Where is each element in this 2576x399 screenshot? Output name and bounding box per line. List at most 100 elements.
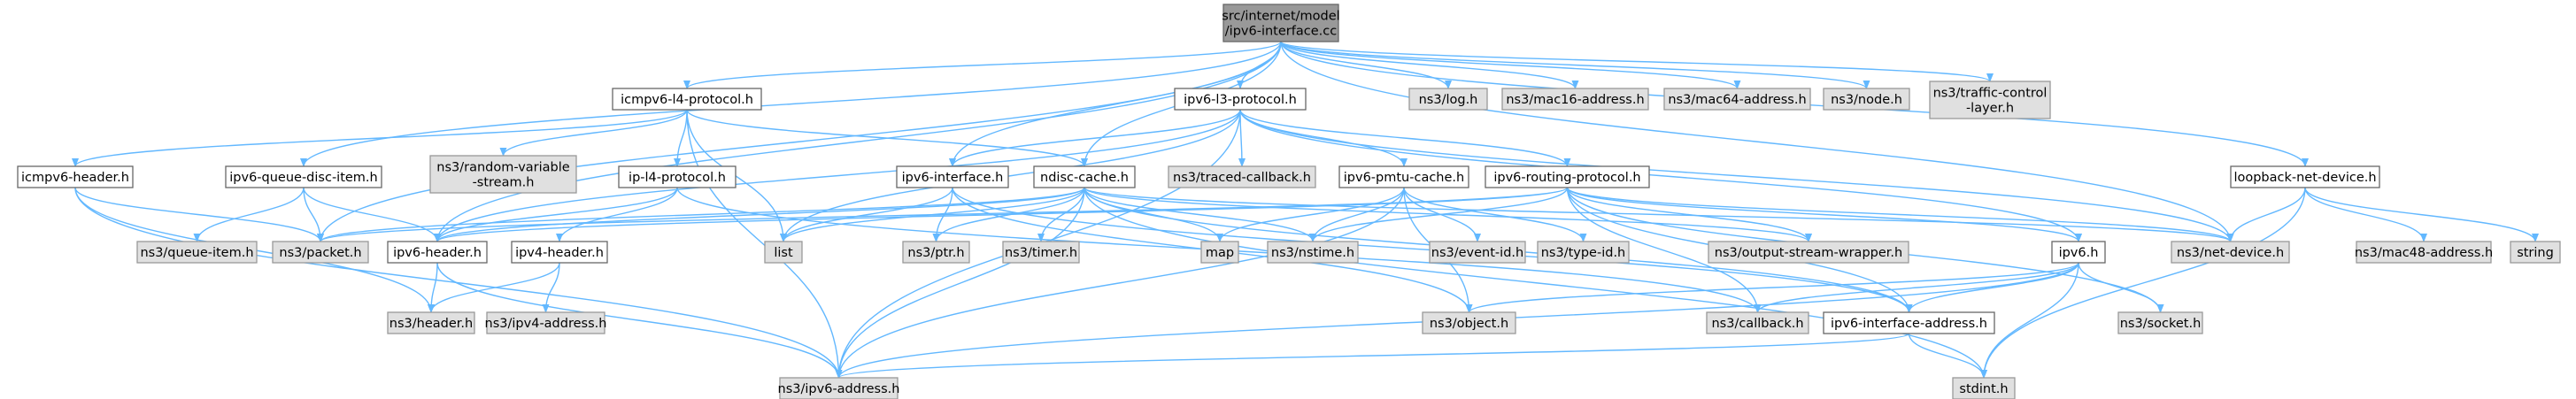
node-log: ns3/log.h bbox=[1408, 88, 1488, 111]
edge-path bbox=[2078, 262, 2164, 313]
node-box bbox=[618, 165, 737, 188]
node-label: ipv6-header.h bbox=[393, 246, 482, 260]
node-label: -stream.h bbox=[473, 176, 535, 190]
node-label: string bbox=[2517, 246, 2554, 260]
node-ipv6hdr[interactable]: ipv6-header.h bbox=[387, 241, 488, 264]
edge-path bbox=[1309, 187, 1569, 242]
node-callback: ns3/callback.h bbox=[1706, 311, 1809, 334]
edge-path bbox=[674, 109, 688, 167]
dependency-edge bbox=[2226, 187, 2306, 242]
dependency-edge bbox=[1905, 262, 2079, 313]
dependency-edge bbox=[949, 109, 1241, 167]
node-label: ns3/object.h bbox=[1430, 317, 1508, 331]
dependency-edge bbox=[74, 187, 324, 242]
node-label: ns3/traffic-control bbox=[1933, 87, 2048, 101]
dependency-edge bbox=[1980, 262, 2079, 379]
node-label: loopback-net-device.h bbox=[2233, 171, 2376, 185]
node-box bbox=[2230, 165, 2380, 188]
node-loopback[interactable]: loopback-net-device.h bbox=[2230, 165, 2380, 188]
node-label: ns3/queue-item.h bbox=[140, 246, 253, 260]
node-ipl4[interactable]: ip-l4-protocol.h bbox=[618, 165, 737, 188]
node-label: src/internet/model bbox=[1222, 10, 1339, 24]
dependency-edge bbox=[300, 41, 1282, 167]
edge-path bbox=[434, 187, 678, 242]
edge-path bbox=[1566, 187, 2234, 242]
edge-path bbox=[2304, 187, 2539, 242]
node-string: string bbox=[2510, 241, 2561, 264]
node-ipv4addr: ns3/ipv4-address.h bbox=[485, 311, 607, 334]
dependency-edge bbox=[1566, 187, 1812, 242]
node-root[interactable]: src/internet/model/ipv6-interface.cc bbox=[1222, 4, 1340, 42]
node-box bbox=[387, 311, 475, 334]
node-icmpv6hdr[interactable]: icmpv6-header.h bbox=[17, 165, 134, 188]
dependency-edge bbox=[2304, 187, 2539, 242]
node-ipv6[interactable]: ipv6.h bbox=[2051, 241, 2106, 264]
edge-path bbox=[300, 41, 1282, 167]
node-label: ns3/timer.h bbox=[1005, 246, 1077, 260]
node-label: ns3/traced-callback.h bbox=[1173, 171, 1311, 185]
edge-path bbox=[1239, 109, 2082, 242]
node-label: ns3/packet.h bbox=[279, 246, 361, 260]
dependency-edge bbox=[674, 109, 688, 167]
dependency-edge bbox=[1239, 109, 2082, 242]
node-rvs: ns3/random-variable-stream.h bbox=[429, 155, 577, 194]
edge-path bbox=[434, 41, 1282, 242]
node-box bbox=[272, 241, 369, 264]
node-label: ns3/node.h bbox=[1831, 93, 1902, 107]
edge-path bbox=[434, 109, 1241, 242]
dependency-edge bbox=[1566, 187, 1762, 313]
node-box bbox=[225, 165, 382, 188]
edge-path bbox=[949, 109, 1241, 167]
edge-path bbox=[835, 333, 1910, 379]
dependency-edge bbox=[835, 187, 1085, 379]
edge-path bbox=[1239, 109, 2234, 242]
dependency-edge bbox=[1084, 187, 1812, 242]
node-node: ns3/node.h bbox=[1823, 88, 1910, 111]
node-box bbox=[2117, 311, 2203, 334]
dependency-edge bbox=[1084, 187, 1987, 379]
dependency-edge bbox=[436, 262, 843, 379]
node-label: ns3/header.h bbox=[389, 317, 473, 331]
node-ipv4hdr[interactable]: ipv4-header.h bbox=[511, 241, 608, 264]
node-box bbox=[902, 241, 970, 264]
node-header: ns3/header.h bbox=[387, 311, 475, 334]
node-tracedcb: ns3/traced-callback.h bbox=[1168, 165, 1316, 188]
edge-path bbox=[1239, 109, 1571, 167]
node-box bbox=[1663, 88, 1811, 111]
node-box bbox=[2171, 241, 2290, 264]
node-box bbox=[1002, 241, 1080, 264]
node-ifaceaddr[interactable]: ipv6-interface-address.h bbox=[1823, 311, 1995, 334]
node-box bbox=[1952, 377, 2016, 399]
edge-path bbox=[1754, 262, 2079, 313]
node-pmtu[interactable]: ipv6-pmtu-cache.h bbox=[1338, 165, 1469, 188]
node-ipv6l3[interactable]: ipv6-l3-protocol.h bbox=[1174, 88, 1307, 111]
dependency-edge bbox=[72, 109, 688, 167]
node-osw: ns3/output-stream-wrapper.h bbox=[1708, 241, 1909, 264]
node-routing[interactable]: ipv6-routing-protocol.h bbox=[1485, 165, 1650, 188]
node-label: ns3/ipv4-address.h bbox=[485, 317, 607, 331]
node-layer: src/internet/model/ipv6-interface.cc icmp… bbox=[17, 4, 2561, 399]
node-qdisc[interactable]: ipv6-queue-disc-item.h bbox=[225, 165, 382, 188]
node-label: ns3/output-stream-wrapper.h bbox=[1715, 246, 1902, 260]
dependency-edge bbox=[780, 187, 953, 242]
node-map: map bbox=[1200, 241, 1239, 264]
node-icmpv6l4[interactable]: icmpv6-l4-protocol.h bbox=[612, 88, 762, 111]
node-label: ipv4-header.h bbox=[515, 246, 604, 260]
edge-path bbox=[1566, 187, 1812, 242]
node-ipv6addr: ns3/ipv6-address.h bbox=[778, 377, 900, 399]
dependency-edge bbox=[1280, 41, 1579, 89]
node-label: map bbox=[1206, 246, 1234, 260]
node-label: ns3/ipv6-address.h bbox=[778, 382, 900, 396]
edge-path bbox=[1084, 187, 2234, 242]
node-ndisc[interactable]: ndisc-cache.h bbox=[1033, 165, 1136, 188]
dependency-edge bbox=[1239, 109, 1571, 167]
dependency-edge bbox=[1403, 187, 1587, 242]
node-label: ipv6.h bbox=[2059, 246, 2099, 260]
node-label: ipv6-l3-protocol.h bbox=[1184, 93, 1297, 107]
node-ipv6iface[interactable]: ipv6-interface.h bbox=[896, 165, 1009, 188]
node-box bbox=[486, 311, 605, 334]
dependency-edge bbox=[1239, 109, 1408, 167]
dependency-edge bbox=[1280, 41, 1870, 89]
